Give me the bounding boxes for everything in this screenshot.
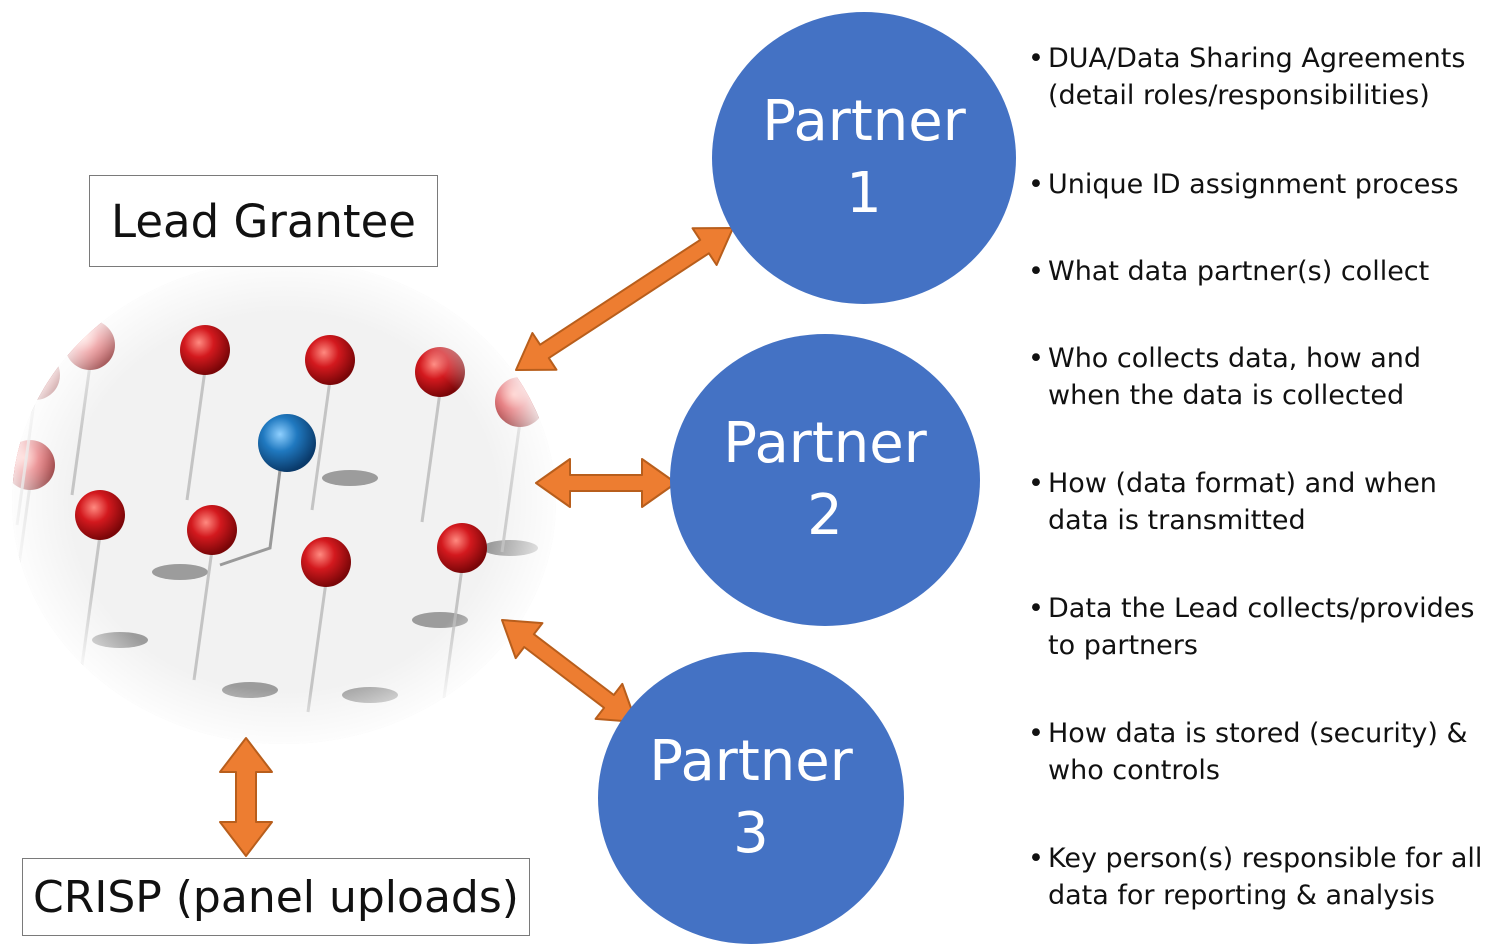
- bullet-item: •What data partner(s) collect: [1028, 253, 1494, 290]
- bullet-item: •Key person(s) responsible for all data …: [1028, 840, 1494, 914]
- partner-1-number: 1: [846, 161, 882, 226]
- bullet-item: •Data the Lead collects/provides to part…: [1028, 590, 1494, 664]
- partner-3-number: 3: [733, 801, 769, 866]
- bullet-dot-icon: •: [1028, 593, 1044, 624]
- bullet-item: •How data is stored (security) & who con…: [1028, 715, 1494, 789]
- double-headed-arrow-icon: [219, 737, 273, 857]
- partner-1-word: Partner: [762, 89, 966, 155]
- bullet-dot-icon: •: [1028, 718, 1044, 749]
- bullet-text: What data partner(s) collect: [1048, 256, 1430, 287]
- image-edge-fade: [12, 260, 556, 744]
- bullet-item: •DUA/Data Sharing Agreements (detail rol…: [1028, 40, 1494, 114]
- bullet-text: Who collects data, how and when the data…: [1048, 343, 1422, 411]
- bullet-dot-icon: •: [1028, 169, 1044, 200]
- double-headed-arrow-icon: [501, 619, 637, 723]
- lead-grantee-text: Lead Grantee: [111, 194, 416, 248]
- partner-2-number: 2: [807, 483, 843, 548]
- bullet-item: •How (data format) and when data is tran…: [1028, 465, 1494, 539]
- partner-2-word: Partner: [723, 411, 927, 477]
- partner-3-circle: Partner 3: [598, 652, 904, 944]
- bullet-dot-icon: •: [1028, 468, 1044, 499]
- bullet-text: How data is stored (security) & who cont…: [1048, 718, 1468, 786]
- partner-3-word: Partner: [649, 729, 853, 795]
- bullet-dot-icon: •: [1028, 43, 1044, 74]
- bullet-item: •Who collects data, how and when the dat…: [1028, 340, 1494, 414]
- bullet-text: Unique ID assignment process: [1048, 169, 1459, 200]
- partner-1-circle: Partner 1: [712, 12, 1016, 304]
- bullet-dot-icon: •: [1028, 256, 1044, 287]
- double-headed-arrow-icon: [515, 227, 734, 371]
- bullet-item: •Unique ID assignment process: [1028, 166, 1494, 203]
- bullet-dot-icon: •: [1028, 843, 1044, 874]
- bullet-text: How (data format) and when data is trans…: [1048, 468, 1437, 536]
- crisp-text: CRISP (panel uploads): [33, 871, 519, 923]
- bullet-dot-icon: •: [1028, 343, 1044, 374]
- lead-grantee-label: Lead Grantee: [89, 175, 438, 267]
- double-headed-arrow-icon: [535, 458, 677, 508]
- bullet-text: Data the Lead collects/provides to partn…: [1048, 593, 1475, 661]
- bullet-text: DUA/Data Sharing Agreements (detail role…: [1048, 43, 1466, 111]
- bullet-text: Key person(s) responsible for all data f…: [1048, 843, 1483, 911]
- crisp-label: CRISP (panel uploads): [22, 858, 530, 936]
- partner-2-circle: Partner 2: [670, 334, 980, 626]
